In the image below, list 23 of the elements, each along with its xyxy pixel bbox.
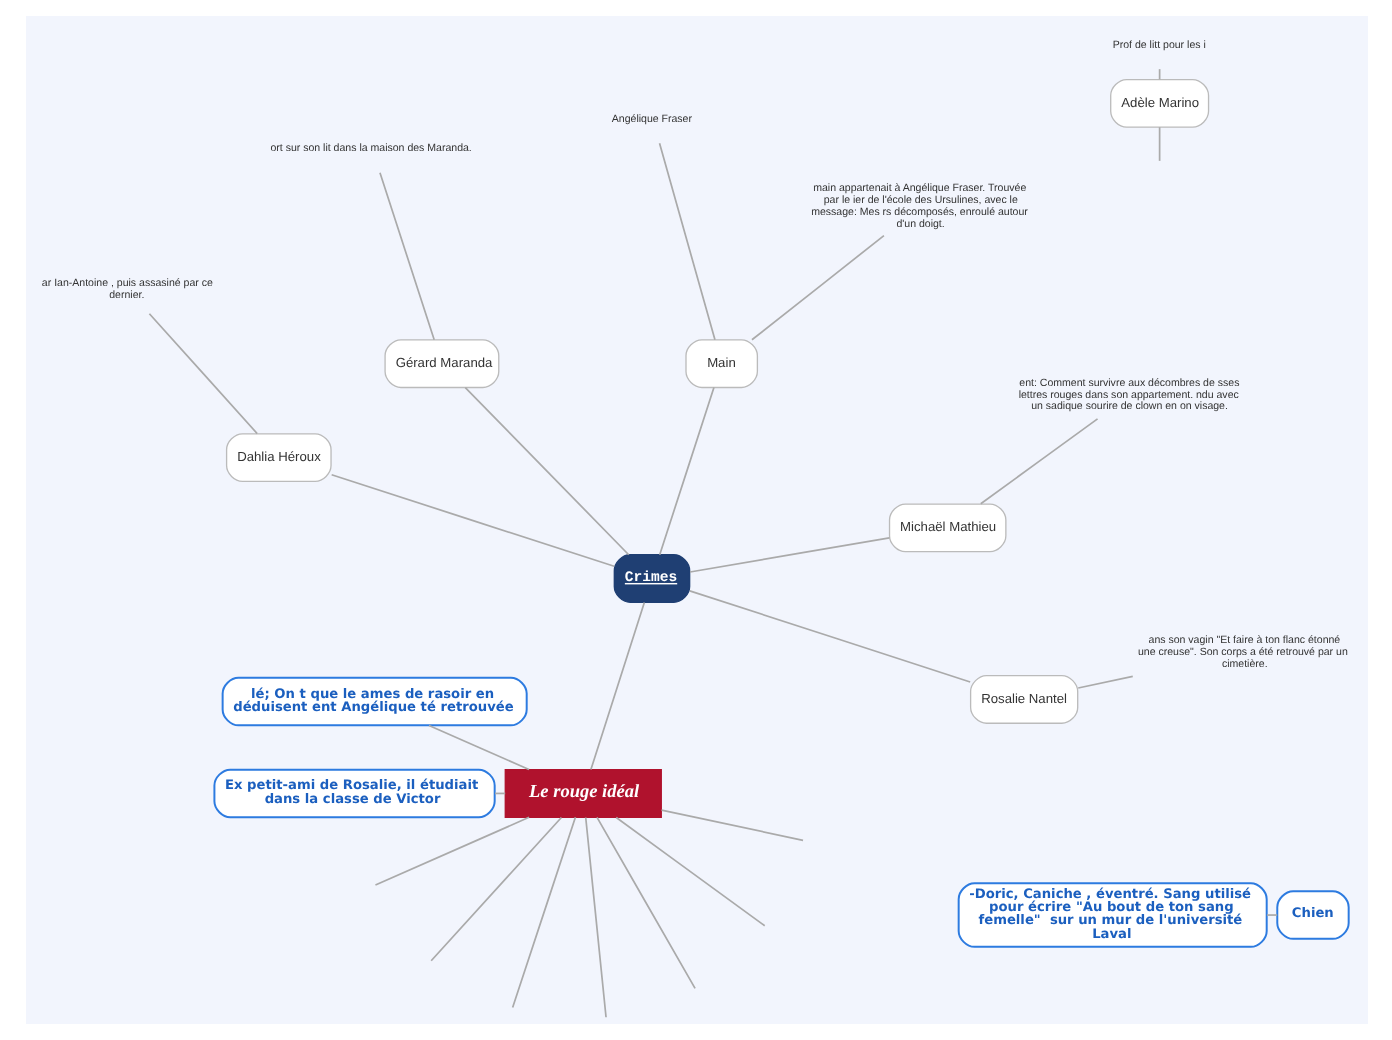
connector <box>1265 914 1278 916</box>
connector <box>595 816 695 990</box>
connector <box>978 418 1098 505</box>
connector <box>688 536 890 573</box>
connector <box>373 816 529 886</box>
connector <box>589 601 645 771</box>
connector <box>378 171 435 341</box>
connector <box>687 589 971 683</box>
connector <box>329 473 614 568</box>
connector <box>750 234 884 341</box>
connector <box>614 816 765 927</box>
connector <box>463 386 629 556</box>
connector <box>657 142 715 341</box>
connector <box>147 312 258 435</box>
connector <box>427 724 529 771</box>
connector <box>659 809 803 842</box>
connector <box>510 816 576 1009</box>
connector <box>1157 126 1160 162</box>
connector <box>657 386 714 556</box>
node-box: Le rouge idéal <box>503 769 661 818</box>
connector <box>1076 675 1133 689</box>
connector <box>583 816 606 1019</box>
connector <box>429 816 562 962</box>
